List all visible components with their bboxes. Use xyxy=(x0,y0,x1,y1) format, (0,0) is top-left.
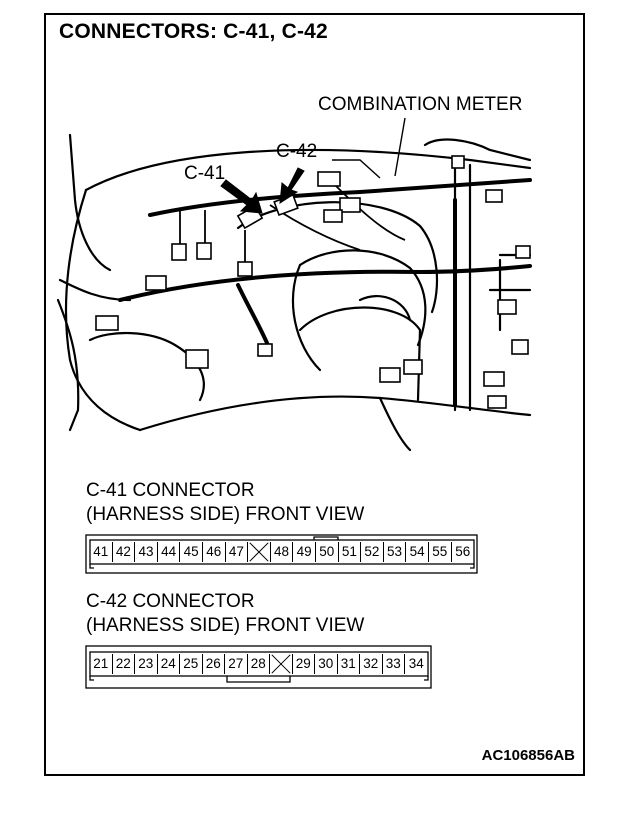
c41-pin: 46 xyxy=(203,542,226,562)
c41-pin: 42 xyxy=(113,542,136,562)
c41-pin: 53 xyxy=(384,542,407,562)
c41-pin: 56 xyxy=(455,544,471,559)
c42-pin: 34 xyxy=(408,656,424,671)
c41-pin: 54 xyxy=(406,542,429,562)
c42-pin: 32 xyxy=(360,654,383,674)
c41-pin: 41 xyxy=(90,542,113,562)
c42-pin: 29 xyxy=(293,654,315,674)
c42-pin: 27 xyxy=(225,654,248,674)
c42-pin: 28 xyxy=(248,654,270,674)
c42-pin: 30 xyxy=(315,654,338,674)
c41-pin: 49 xyxy=(293,542,316,562)
c41-pin: 45 xyxy=(180,542,203,562)
figure-frame xyxy=(44,13,585,776)
c42-pin: 33 xyxy=(383,654,405,674)
figure-code: AC106856AB xyxy=(481,747,575,764)
page-title: CONNECTORS: C-41, C-42 xyxy=(59,20,328,43)
c41-pin: 48 xyxy=(271,542,294,562)
c41-title-line2: (HARNESS SIDE) FRONT VIEW xyxy=(86,504,365,525)
c41-pin-blank xyxy=(248,542,271,562)
c42-pin: 31 xyxy=(338,654,360,674)
c42-pin: 22 xyxy=(113,654,135,674)
combination-meter-label: COMBINATION METER xyxy=(318,94,523,115)
c42-title-line1: C-42 CONNECTOR xyxy=(86,591,255,612)
c42-pin: 21 xyxy=(90,654,113,674)
c42-pin-row: 21 22 23 24 25 26 27 28 29 30 31 32 33 3… xyxy=(90,654,428,674)
c41-pin: 43 xyxy=(135,542,158,562)
c41-pin: 50 xyxy=(316,542,339,562)
c42-pin: 23 xyxy=(135,654,158,674)
c42-title-line2: (HARNESS SIDE) FRONT VIEW xyxy=(86,615,365,636)
c41-pin: 52 xyxy=(361,542,384,562)
c42-pin: 25 xyxy=(180,654,203,674)
c42-title: C-42 CONNECTOR (HARNESS SIDE) FRONT VIEW xyxy=(86,590,364,638)
c42-callout-label: C-42 xyxy=(276,141,318,162)
c41-pin-row: 41 42 43 44 45 46 47 48 49 50 51 52 53 5… xyxy=(90,542,474,562)
c41-pin: 51 xyxy=(339,542,362,562)
c42-pin-blank xyxy=(270,654,293,674)
c42-pin: 26 xyxy=(203,654,225,674)
c42-pin: 24 xyxy=(158,654,180,674)
c41-callout-label: C-41 xyxy=(184,163,226,184)
c41-pin: 44 xyxy=(158,542,181,562)
c41-pin: 55 xyxy=(429,542,452,562)
c41-title-line1: C-41 CONNECTOR xyxy=(86,480,255,501)
c41-title: C-41 CONNECTOR (HARNESS SIDE) FRONT VIEW xyxy=(86,479,364,527)
